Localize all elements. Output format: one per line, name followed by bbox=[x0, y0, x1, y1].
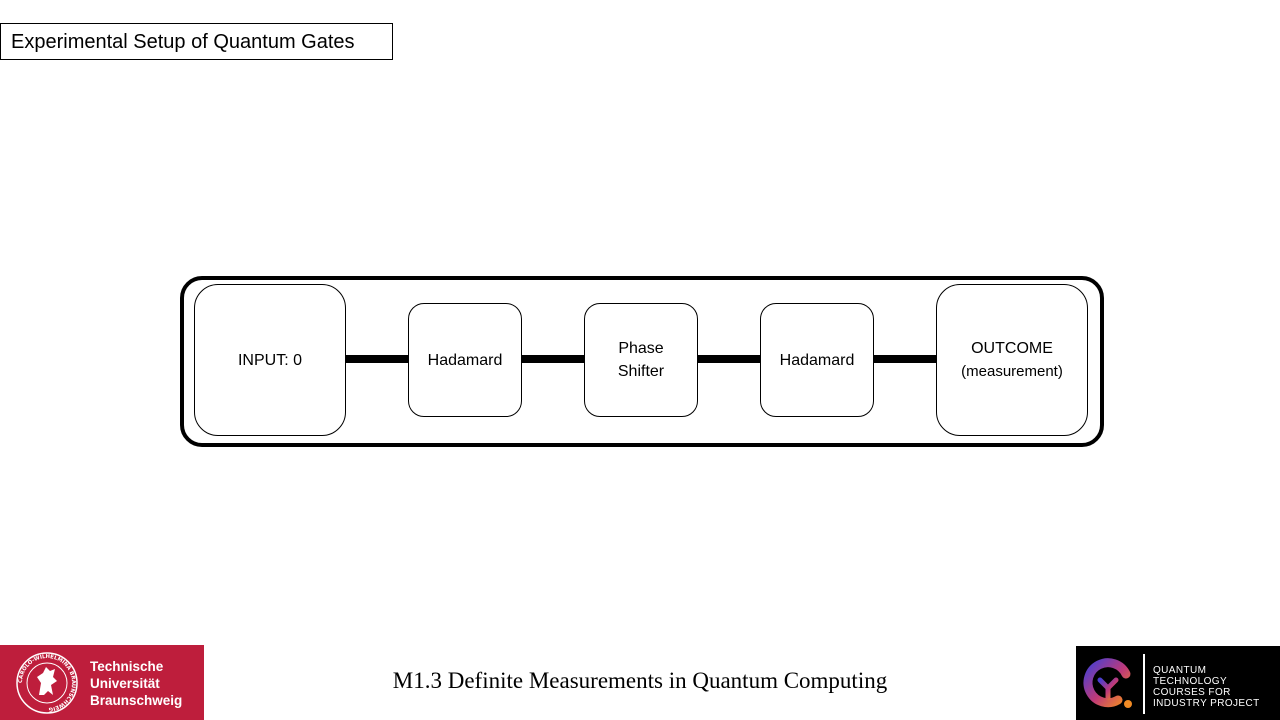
tu-seal-icon: CAROLO-WILHELMINA BRAUNSCHWEIG bbox=[16, 652, 78, 714]
tu-name-line1: Technische bbox=[90, 659, 164, 674]
outcome-node: OUTCOME (measurement) bbox=[936, 284, 1088, 436]
input-label: INPUT: 0 bbox=[237, 351, 302, 369]
tu-name-line3: Braunschweig bbox=[90, 693, 183, 708]
phase-shifter-label-line1: Phase bbox=[618, 340, 664, 357]
tu-name: Technische Universität Braunschweig bbox=[90, 658, 182, 709]
qtc-text: QUANTUM TECHNOLOGY COURSES FOR INDUSTRY … bbox=[1153, 665, 1260, 709]
tu-name-line2: Universität bbox=[90, 676, 160, 691]
qtc-text-line1: QUANTUM bbox=[1153, 665, 1207, 676]
qtc-mark-icon bbox=[1083, 658, 1132, 708]
wire-phase-hadamard bbox=[697, 355, 761, 363]
input-node: INPUT: 0 bbox=[194, 284, 346, 436]
tu-braunschweig-logo: CAROLO-WILHELMINA BRAUNSCHWEIG Technisch… bbox=[0, 645, 204, 720]
slide-title: Experimental Setup of Quantum Gates bbox=[0, 23, 393, 60]
wire-input-hadamard bbox=[345, 355, 409, 363]
gate-pipeline-frame bbox=[180, 276, 1104, 447]
wire-hadamard-phase bbox=[521, 355, 585, 363]
phase-shifter-label-line2: Shifter bbox=[617, 363, 665, 380]
hadamard-gate-1-label: Hadamard bbox=[427, 351, 503, 369]
qtc-logo: QUANTUM TECHNOLOGY COURSES FOR INDUSTRY … bbox=[1076, 646, 1280, 720]
qtc-text-line2: TECHNOLOGY bbox=[1153, 676, 1228, 687]
phase-shifter-gate: Phase Shifter bbox=[584, 303, 698, 417]
hadamard-gate-1: Hadamard bbox=[408, 303, 522, 417]
outcome-label: OUTCOME bbox=[971, 340, 1053, 357]
hadamard-gate-2-label: Hadamard bbox=[779, 351, 855, 369]
hadamard-gate-2: Hadamard bbox=[760, 303, 874, 417]
slide-footer: M1.3 Definite Measurements in Quantum Co… bbox=[392, 668, 888, 693]
qtc-text-line3: COURSES FOR bbox=[1153, 687, 1231, 698]
wire-hadamard-outcome bbox=[873, 355, 937, 363]
qtc-divider bbox=[1143, 654, 1145, 714]
qtc-text-line4: INDUSTRY PROJECT bbox=[1153, 698, 1260, 709]
outcome-sublabel: (measurement) bbox=[961, 363, 1063, 380]
